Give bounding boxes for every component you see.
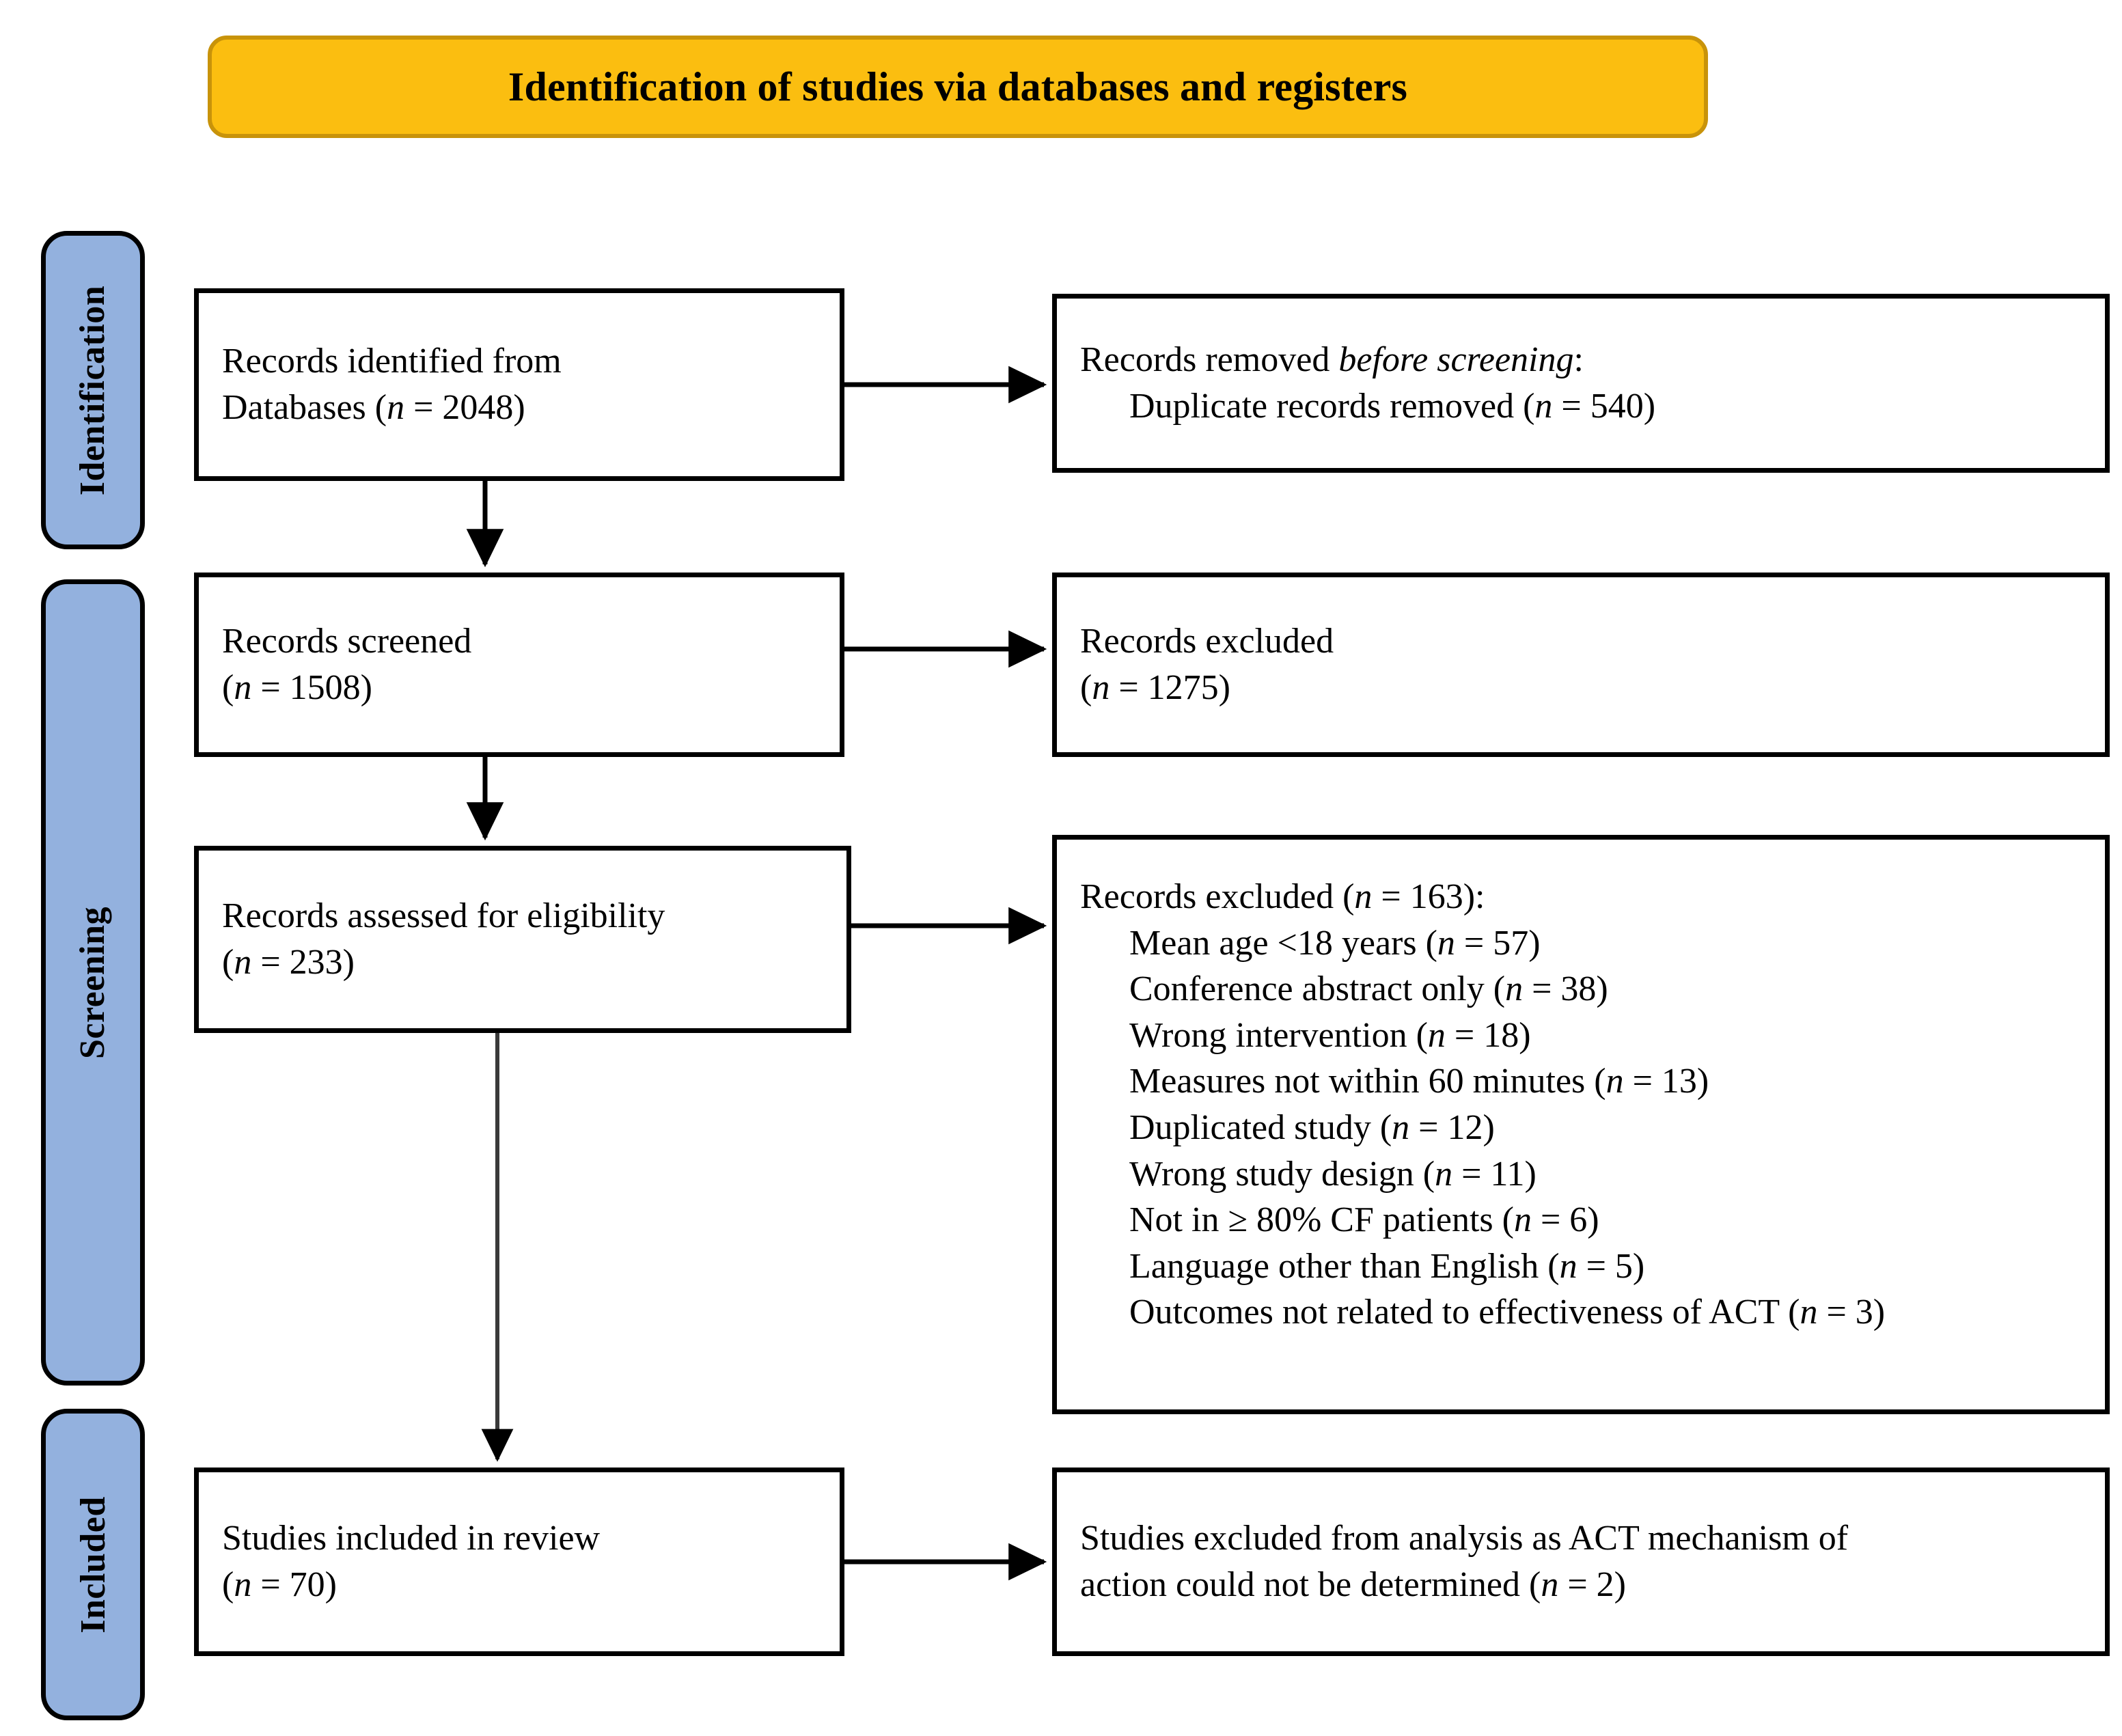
records-identified-line2: Databases (n = 2048) [222, 388, 525, 427]
exclusion-reason-label: Not in ≥ 80% CF patients ( [1129, 1200, 1514, 1240]
stage-label-screening-text: Screening [73, 906, 113, 1059]
box-studies-excluded-from-analysis: Studies excluded from analysis as ACT me… [1052, 1468, 2110, 1656]
records-excluded-screening-line1: Records excluded [1080, 622, 1334, 661]
studies-excluded-final-line2: action could not be determined (n = 2) [1080, 1565, 1626, 1604]
exclusion-reason-count: = 13) [1623, 1062, 1709, 1101]
stage-label-included: Included [41, 1409, 145, 1720]
exclusion-reason-count: = 12) [1409, 1107, 1495, 1147]
exclusion-reason-label: Language other than English ( [1129, 1246, 1560, 1286]
studies-included-line2: (n = 70) [222, 1565, 337, 1604]
records-identified-line1: Records identified from [222, 342, 562, 381]
exclusion-reason-4: Measures not within 60 minutes (n = 13) [1080, 1058, 2082, 1105]
exclusion-reason-count: = 6) [1531, 1200, 1599, 1240]
exclusion-reason-1: Mean age <18 years (n = 57) [1080, 920, 2082, 967]
box-records-excluded-with-reasons: Records excluded (n = 163): Mean age <18… [1052, 835, 2110, 1414]
exclusion-reason-count: = 57) [1455, 923, 1541, 963]
exclusion-reason-3: Wrong intervention (n = 18) [1080, 1012, 2082, 1059]
exclusion-reason-count: = 3) [1817, 1293, 1886, 1332]
box-records-excluded-screening-text: Records excluded (n = 1275) [1057, 618, 2105, 711]
exclusion-reason-8: Language other than English (n = 5) [1080, 1243, 2082, 1290]
exclusion-reason-label: Outcomes not related to effectiveness of… [1129, 1293, 1800, 1332]
exclusion-reason-count: = 5) [1577, 1246, 1645, 1286]
exclusion-reason-6: Wrong study design (n = 11) [1080, 1151, 2082, 1198]
exclusion-reason-9: Outcomes not related to effectiveness of… [1080, 1289, 2082, 1336]
stage-label-included-text: Included [73, 1496, 113, 1634]
box-records-removed-text: Records removed before screening: Duplic… [1057, 337, 2105, 429]
box-studies-included: Studies included in review (n = 70) [194, 1468, 844, 1656]
exclusion-reason-n-symbol: n [1437, 923, 1455, 963]
exclusion-reason-count: = 11) [1452, 1154, 1537, 1194]
records-excluded-screening-line2: (n = 1275) [1080, 668, 1230, 707]
exclusion-reason-n-symbol: n [1559, 1246, 1577, 1286]
exclusion-reason-n-symbol: n [1435, 1154, 1453, 1194]
diagram-title-banner: Identification of studies via databases … [208, 36, 1708, 138]
records-eligibility-line1: Records assessed for eligibility [222, 896, 665, 936]
exclusion-reason-5: Duplicated study (n = 12) [1080, 1105, 2082, 1151]
records-removed-line2: Duplicate records removed (n = 540) [1129, 387, 1656, 426]
exclusion-reason-n-symbol: n [1513, 1200, 1532, 1240]
exclusion-reason-7: Not in ≥ 80% CF patients (n = 6) [1080, 1197, 2082, 1243]
records-eligibility-line2: (n = 233) [222, 943, 355, 982]
box-records-assessed-eligibility: Records assessed for eligibility (n = 23… [194, 846, 851, 1033]
box-studies-excluded-from-analysis-text: Studies excluded from analysis as ACT me… [1057, 1515, 2105, 1608]
box-records-removed-before-screening: Records removed before screening: Duplic… [1052, 294, 2110, 473]
box-records-screened-text: Records screened (n = 1508) [199, 618, 840, 711]
records-screened-line1: Records screened [222, 622, 472, 661]
studies-excluded-final-line1: Studies excluded from analysis as ACT me… [1080, 1519, 1849, 1558]
records-screened-line2: (n = 1508) [222, 668, 372, 707]
diagram-title: Identification of studies via databases … [508, 64, 1408, 109]
box-studies-included-text: Studies included in review (n = 70) [199, 1515, 840, 1608]
box-records-excluded-with-reasons-text: Records excluded (n = 163): Mean age <18… [1057, 874, 2105, 1336]
stage-label-identification-text: Identification [73, 285, 113, 495]
exclusion-reason-label: Duplicated study ( [1129, 1107, 1392, 1147]
records-removed-line1: Records removed before screening: [1080, 340, 1584, 380]
exclusion-reason-list: Mean age <18 years (n = 57)Conference ab… [1080, 920, 2082, 1336]
box-records-excluded-screening: Records excluded (n = 1275) [1052, 573, 2110, 757]
exclusion-reason-n-symbol: n [1392, 1107, 1410, 1147]
exclusion-reason-n-symbol: n [1427, 1015, 1446, 1055]
exclusion-reason-label: Wrong intervention ( [1129, 1015, 1428, 1055]
exclusion-reason-2: Conference abstract only (n = 38) [1080, 966, 2082, 1012]
exclusion-reason-label: Measures not within 60 minutes ( [1129, 1062, 1606, 1101]
studies-included-line1: Studies included in review [222, 1519, 601, 1558]
exclusion-reason-n-symbol: n [1606, 1062, 1624, 1101]
box-records-screened: Records screened (n = 1508) [194, 573, 844, 757]
exclusion-reason-label: Conference abstract only ( [1129, 969, 1506, 1009]
stage-label-screening: Screening [41, 579, 145, 1386]
box-records-identified: Records identified from Databases (n = 2… [194, 288, 844, 481]
stage-label-identification: Identification [41, 231, 145, 549]
exclusion-reason-n-symbol: n [1505, 969, 1524, 1009]
exclusion-reason-label: Mean age <18 years ( [1129, 923, 1437, 963]
excluded-reasons-header: Records excluded (n = 163): [1080, 877, 1485, 916]
box-records-assessed-eligibility-text: Records assessed for eligibility (n = 23… [199, 893, 846, 985]
exclusion-reason-count: = 18) [1445, 1015, 1531, 1055]
exclusion-reason-n-symbol: n [1800, 1293, 1818, 1332]
exclusion-reason-label: Wrong study design ( [1129, 1154, 1435, 1194]
exclusion-reason-count: = 38) [1523, 969, 1608, 1009]
box-records-identified-text: Records identified from Databases (n = 2… [199, 338, 840, 430]
